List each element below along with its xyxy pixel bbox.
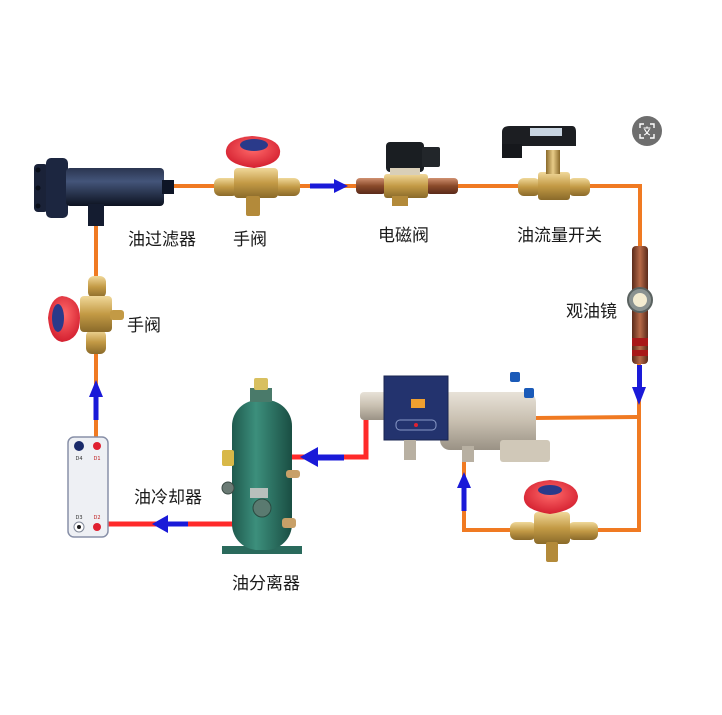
arrow-left-separator	[300, 447, 344, 467]
label-oil-filter: 油过滤器	[128, 230, 196, 250]
visual-search-icon	[639, 123, 655, 139]
hand-valve-bottom	[510, 480, 598, 562]
oil-cooler: D4 D1 D3 D2	[67, 436, 109, 538]
solenoid-valve	[356, 142, 458, 206]
arrow-left-cooler	[152, 515, 188, 533]
cooler-port-d3: D3	[75, 515, 82, 521]
label-oil-cooler: 油冷却器	[134, 488, 202, 508]
visual-search-button[interactable]	[632, 116, 662, 146]
pipe-compressor-branch	[533, 414, 642, 421]
arrow-right-top	[310, 179, 348, 193]
flow-arrows	[89, 179, 646, 533]
label-hand-valve-top: 手阀	[233, 230, 267, 250]
label-oil-flow-switch: 油流量开关	[517, 226, 602, 246]
cooler-port-d4: D4	[75, 456, 82, 462]
pipe-switch-to-sightglass	[588, 184, 642, 252]
oil-filter	[34, 158, 174, 226]
sight-glass	[627, 246, 653, 364]
arrow-up-left	[89, 380, 103, 420]
hand-valve-left	[48, 276, 124, 354]
cooler-port-d1: D1	[93, 456, 100, 462]
oil-separator	[221, 378, 302, 554]
compressor	[360, 372, 550, 462]
pipe-lower-valve-to-compressor	[462, 458, 517, 532]
hand-valve-top	[214, 136, 300, 216]
label-oil-separator: 油分离器	[232, 574, 300, 594]
cooler-port-d2: D2	[93, 515, 100, 521]
label-hand-valve-left: 手阀	[127, 316, 161, 336]
oil-flow-switch	[502, 126, 590, 200]
label-sight-glass: 观油镜	[566, 302, 617, 322]
label-solenoid-valve: 电磁阀	[378, 226, 429, 246]
arrow-up-compressor	[457, 472, 471, 511]
arrow-down-sightglass	[632, 365, 646, 405]
